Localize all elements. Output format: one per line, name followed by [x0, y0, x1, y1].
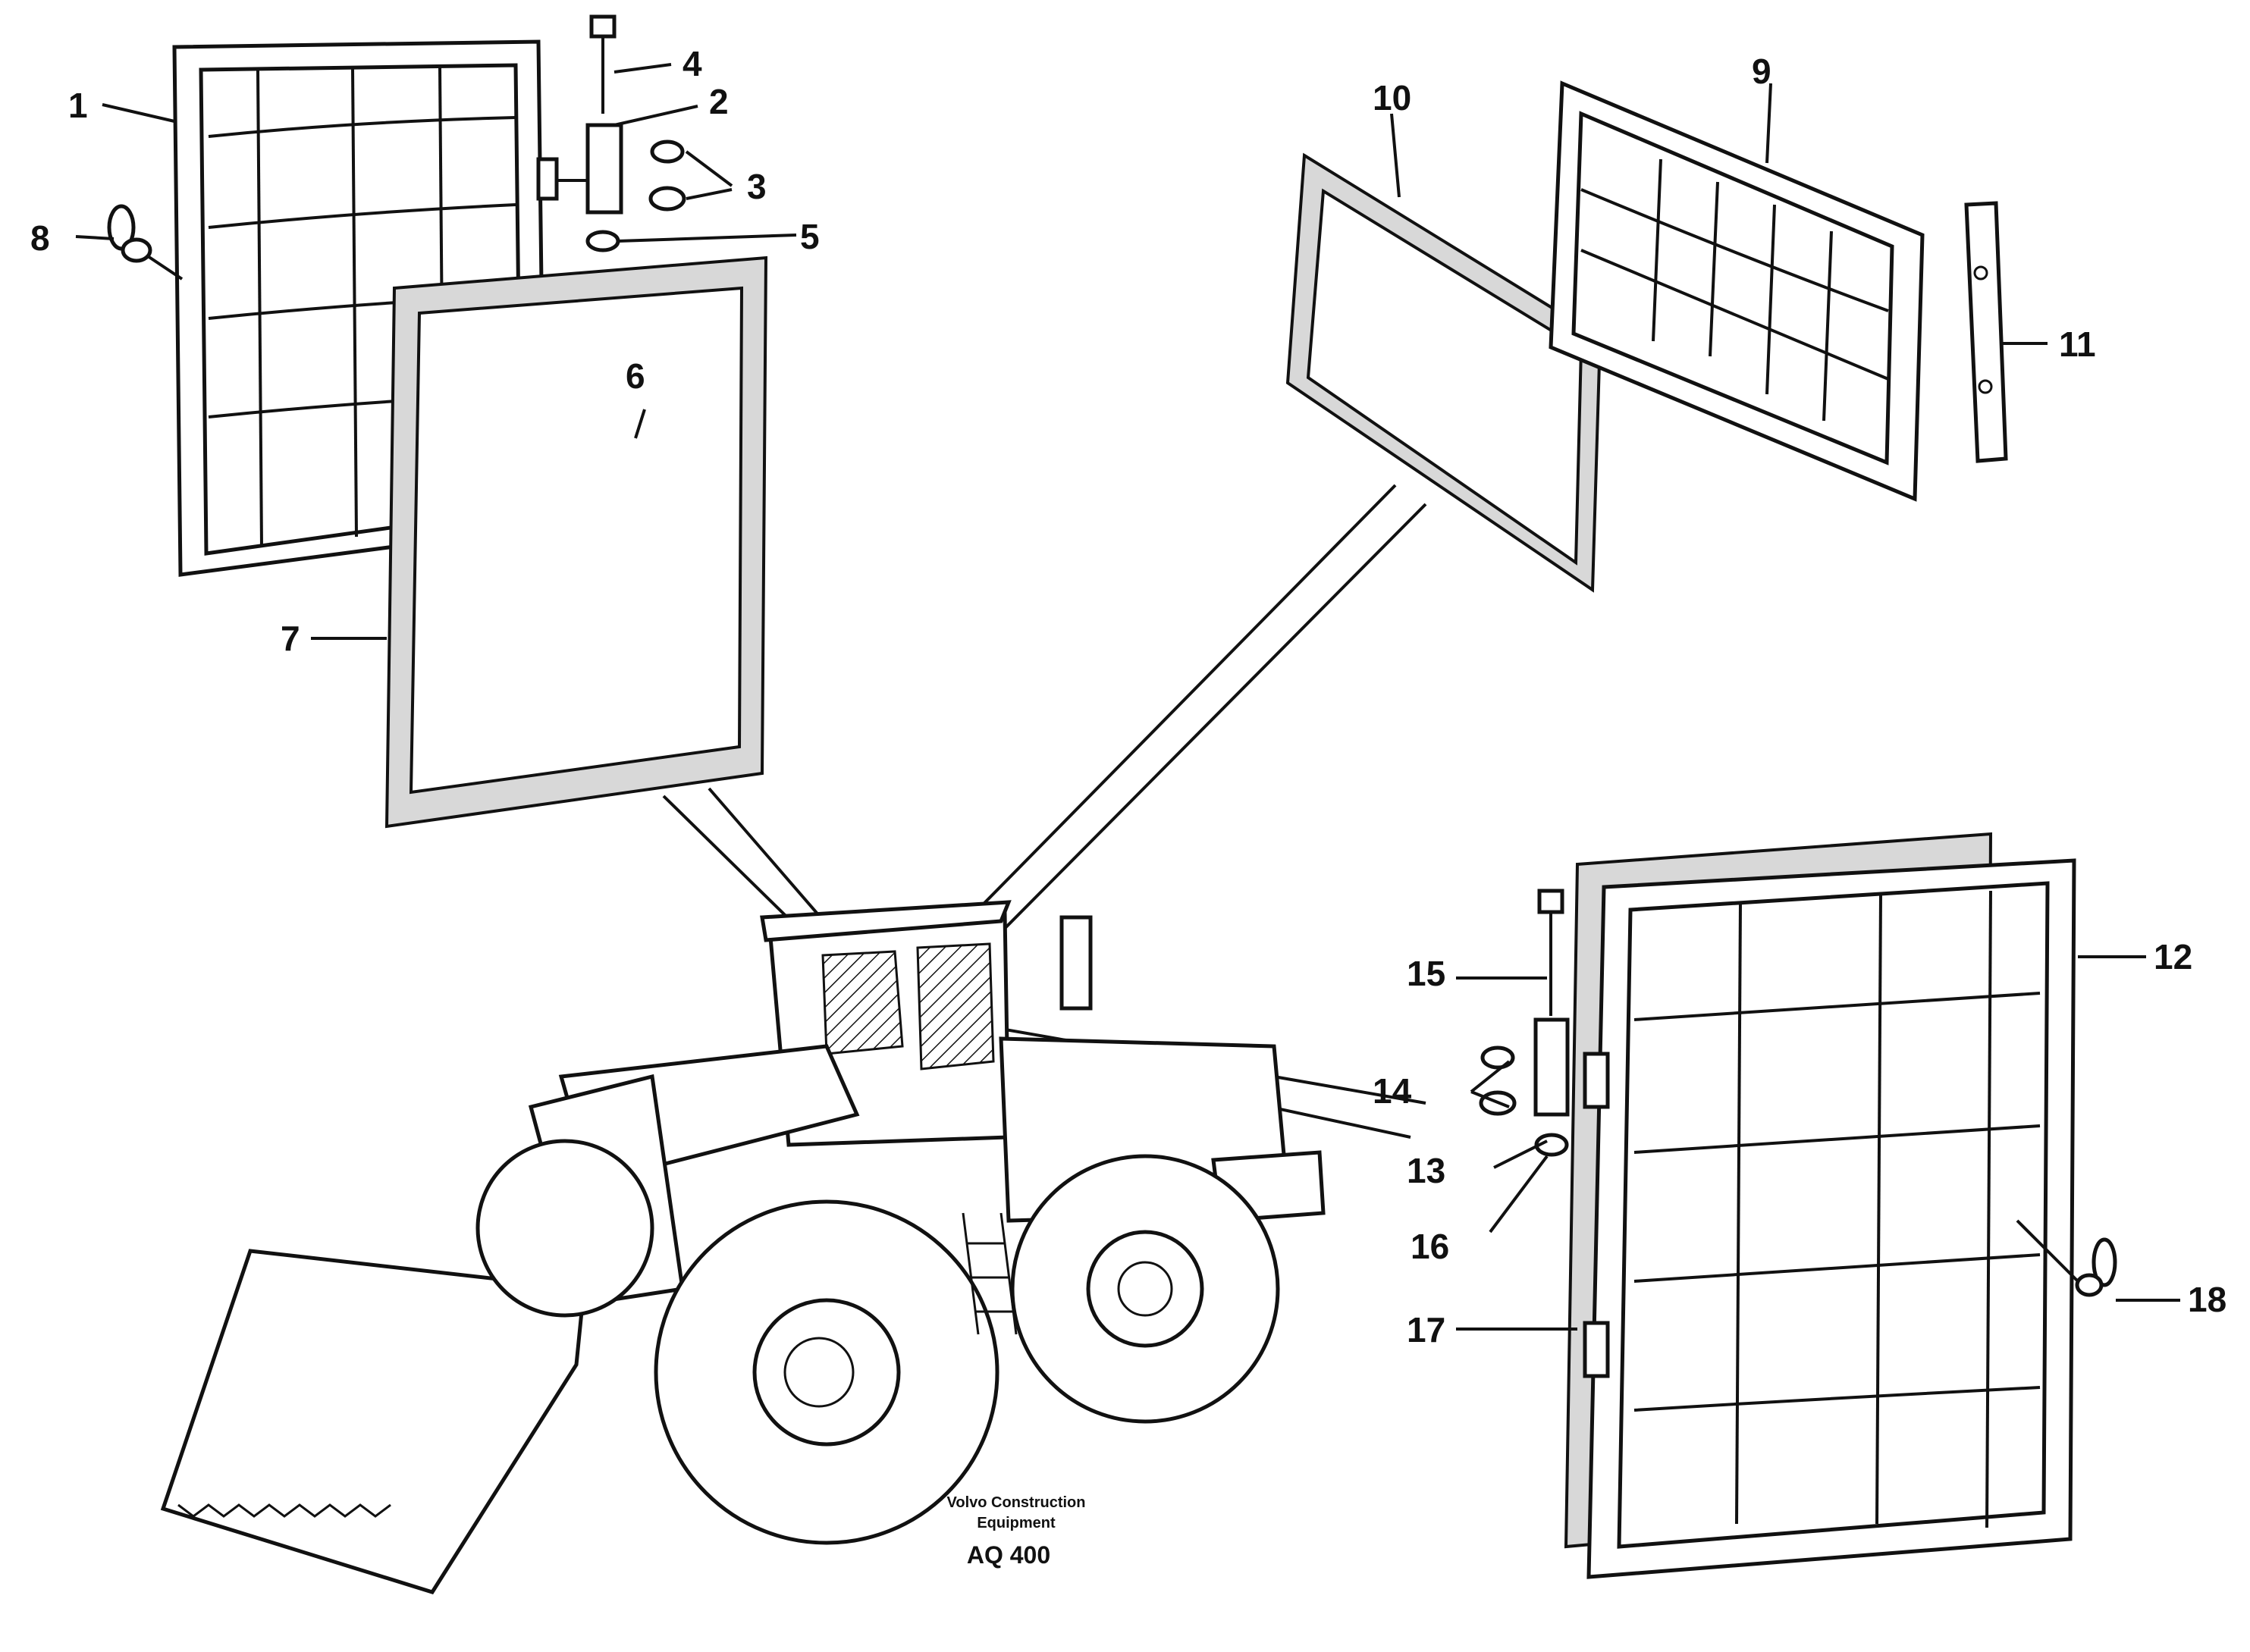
- hinge-assembly-bottom: [1479, 889, 1570, 1157]
- callout-12: 12: [2154, 937, 2192, 976]
- callout-6: 6: [626, 356, 645, 396]
- hinge-assembly-top: [558, 14, 686, 252]
- callout-14: 14: [1373, 1071, 1412, 1111]
- callout-7: 7: [281, 619, 300, 658]
- latch-pin-8: [107, 204, 184, 281]
- callout-11: 11: [2059, 324, 2096, 364]
- callout-17: 17: [1407, 1310, 1445, 1349]
- callout-16: 16: [1411, 1227, 1449, 1266]
- callout-9: 9: [1752, 52, 1771, 91]
- callout-8: 8: [30, 218, 50, 258]
- callout-3: 3: [747, 167, 767, 206]
- wheel-loader-illustration: [160, 900, 1326, 1594]
- hinge-strip-11: [1964, 201, 2008, 463]
- callout-4: 4: [683, 44, 702, 83]
- window-guard-frame-12: [1583, 858, 2076, 1579]
- window-guard-frame-9: [1549, 80, 1925, 502]
- callout-labels: 1 2 3 4 5 6 7 8 9 10 11 12 13 14 15 16 1…: [30, 44, 2226, 1349]
- callout-10: 10: [1373, 78, 1411, 118]
- callout-18: 18: [2188, 1280, 2226, 1319]
- drawing-code: AQ 400: [967, 1541, 1050, 1569]
- window-seal-10: [1285, 152, 1602, 593]
- callout-leaders: [75, 63, 2180, 1331]
- caption-line-1: Volvo Construction: [947, 1494, 1086, 1511]
- callout-1: 1: [68, 86, 88, 125]
- window-seal-7: [384, 255, 768, 829]
- latch-pin-18: [2016, 1219, 2117, 1297]
- callout-15: 15: [1407, 954, 1445, 993]
- caption-line-2: Equipment: [977, 1515, 1056, 1531]
- callout-13: 13: [1407, 1151, 1445, 1190]
- caption: Volvo Construction Equipment AQ 400: [947, 1494, 1086, 1569]
- callout-2: 2: [709, 82, 729, 121]
- callout-5: 5: [800, 217, 820, 256]
